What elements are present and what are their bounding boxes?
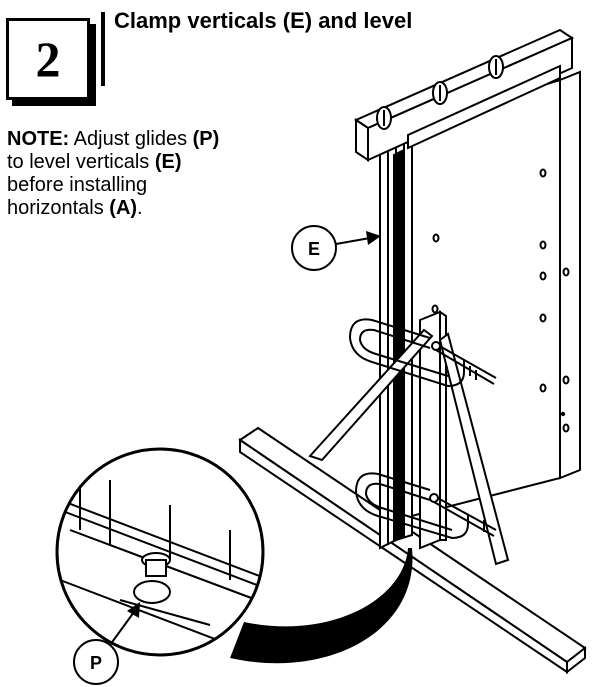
callout-p-label: P	[90, 653, 102, 673]
detail-pointer	[230, 548, 413, 664]
note-line-2: to level verticals	[7, 151, 155, 173]
callout-e: E	[291, 225, 381, 271]
upper-clamp	[348, 318, 497, 388]
note-label: NOTE:	[7, 128, 70, 150]
base-beam	[238, 426, 587, 675]
detail-magnifier	[55, 447, 265, 657]
note-line-4: horizontals	[7, 197, 110, 219]
note-text: NOTE: Adjust glides (P) to level vertica…	[7, 128, 292, 220]
callout-e-label: E	[308, 239, 320, 259]
level-tool	[353, 28, 575, 162]
step-title: Clamp verticals (E) and level	[114, 8, 413, 33]
step-number-box: 2	[6, 18, 90, 100]
panel-side	[559, 70, 581, 480]
note-ref-verticals: (E)	[154, 151, 182, 173]
note-ref-horizontals: (A)	[109, 197, 138, 219]
note-line-3: before installing	[7, 174, 148, 196]
note-period: .	[137, 197, 143, 219]
note-line-1: Adjust glides	[69, 128, 193, 150]
title-rule	[101, 12, 105, 86]
step-number: 2	[35, 31, 61, 87]
lower-clamp	[354, 472, 497, 540]
callout-p: P	[73, 602, 140, 685]
note-ref-glides: (P)	[192, 128, 220, 150]
vertical-post-e	[379, 132, 413, 550]
